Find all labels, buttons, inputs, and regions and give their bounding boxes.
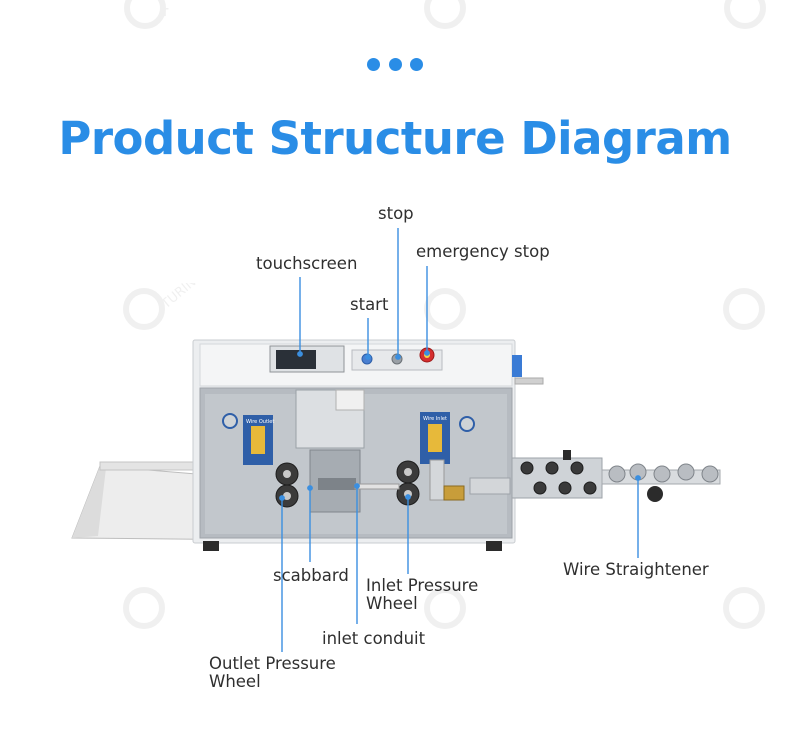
watermark-logo-top-left: T: [123, 0, 183, 41]
wire-outlet-plate: Wire Outlet: [222, 413, 274, 465]
header-dots: [0, 58, 790, 76]
wire-inlet-plate: Wire Inlet: [420, 412, 475, 464]
watermark-logo-mid-right: [722, 283, 790, 348]
leader-dot-emergency-stop: [424, 350, 430, 356]
header-dot: [388, 58, 402, 71]
leader-lines: [279, 228, 641, 652]
leader-dot-inlet-pressure-wheel: [405, 494, 411, 500]
leader-dot-inlet-conduit: [354, 483, 360, 489]
watermark-logo-bottom-right: [722, 582, 790, 647]
header-dot: [409, 58, 423, 71]
leader-dot-outlet-pressure-wheel: [279, 495, 285, 501]
label-touchscreen: touchscreen: [256, 254, 358, 273]
label-inlet-pressure-wheel-line1: Inlet Pressure: [366, 576, 479, 595]
touchscreen-display: [269, 345, 345, 373]
leader-dot-touchscreen: [297, 351, 303, 357]
watermark-logo-top-right: [723, 0, 783, 41]
label-outlet-pressure-wheel-line1: Outlet Pressure: [209, 654, 336, 673]
label-inlet-pressure-wheel-line2: Wheel: [366, 594, 418, 613]
wire-straightener-assembly: [469, 450, 721, 502]
label-outlet-pressure-wheel-line2: Wheel: [209, 672, 261, 691]
cutter-head: [295, 389, 365, 513]
watermark-logo-bottom-left: [122, 582, 192, 647]
inlet-conduit-tube: [354, 483, 400, 490]
label-emergency-stop: emergency stop: [416, 242, 550, 261]
header-dot: [367, 58, 381, 71]
svg-text:Wire Outlet: Wire Outlet: [246, 419, 274, 425]
label-inlet-conduit: inlet conduit: [322, 629, 426, 648]
page-title: Product Structure Diagram: [58, 112, 732, 165]
label-wire-straightener: Wire Straightener: [563, 560, 709, 579]
leader-dot-scabbard: [307, 485, 313, 491]
label-scabbard: scabbard: [273, 566, 349, 585]
leader-dot-wire-straightener: [635, 475, 641, 481]
leader-dot-stop: [395, 354, 401, 360]
feed-guide: [429, 459, 465, 501]
label-stop: stop: [378, 204, 414, 223]
label-start: start: [350, 295, 389, 314]
leader-dot-start: [365, 354, 371, 360]
svg-text:Wire Inlet: Wire Inlet: [423, 416, 447, 422]
watermark-logo-bottom-center: [423, 582, 493, 647]
watermark-logo-top-mid: [423, 0, 483, 41]
inlet-pressure-wheels: [396, 460, 420, 506]
svg-text:T: T: [161, 6, 169, 19]
